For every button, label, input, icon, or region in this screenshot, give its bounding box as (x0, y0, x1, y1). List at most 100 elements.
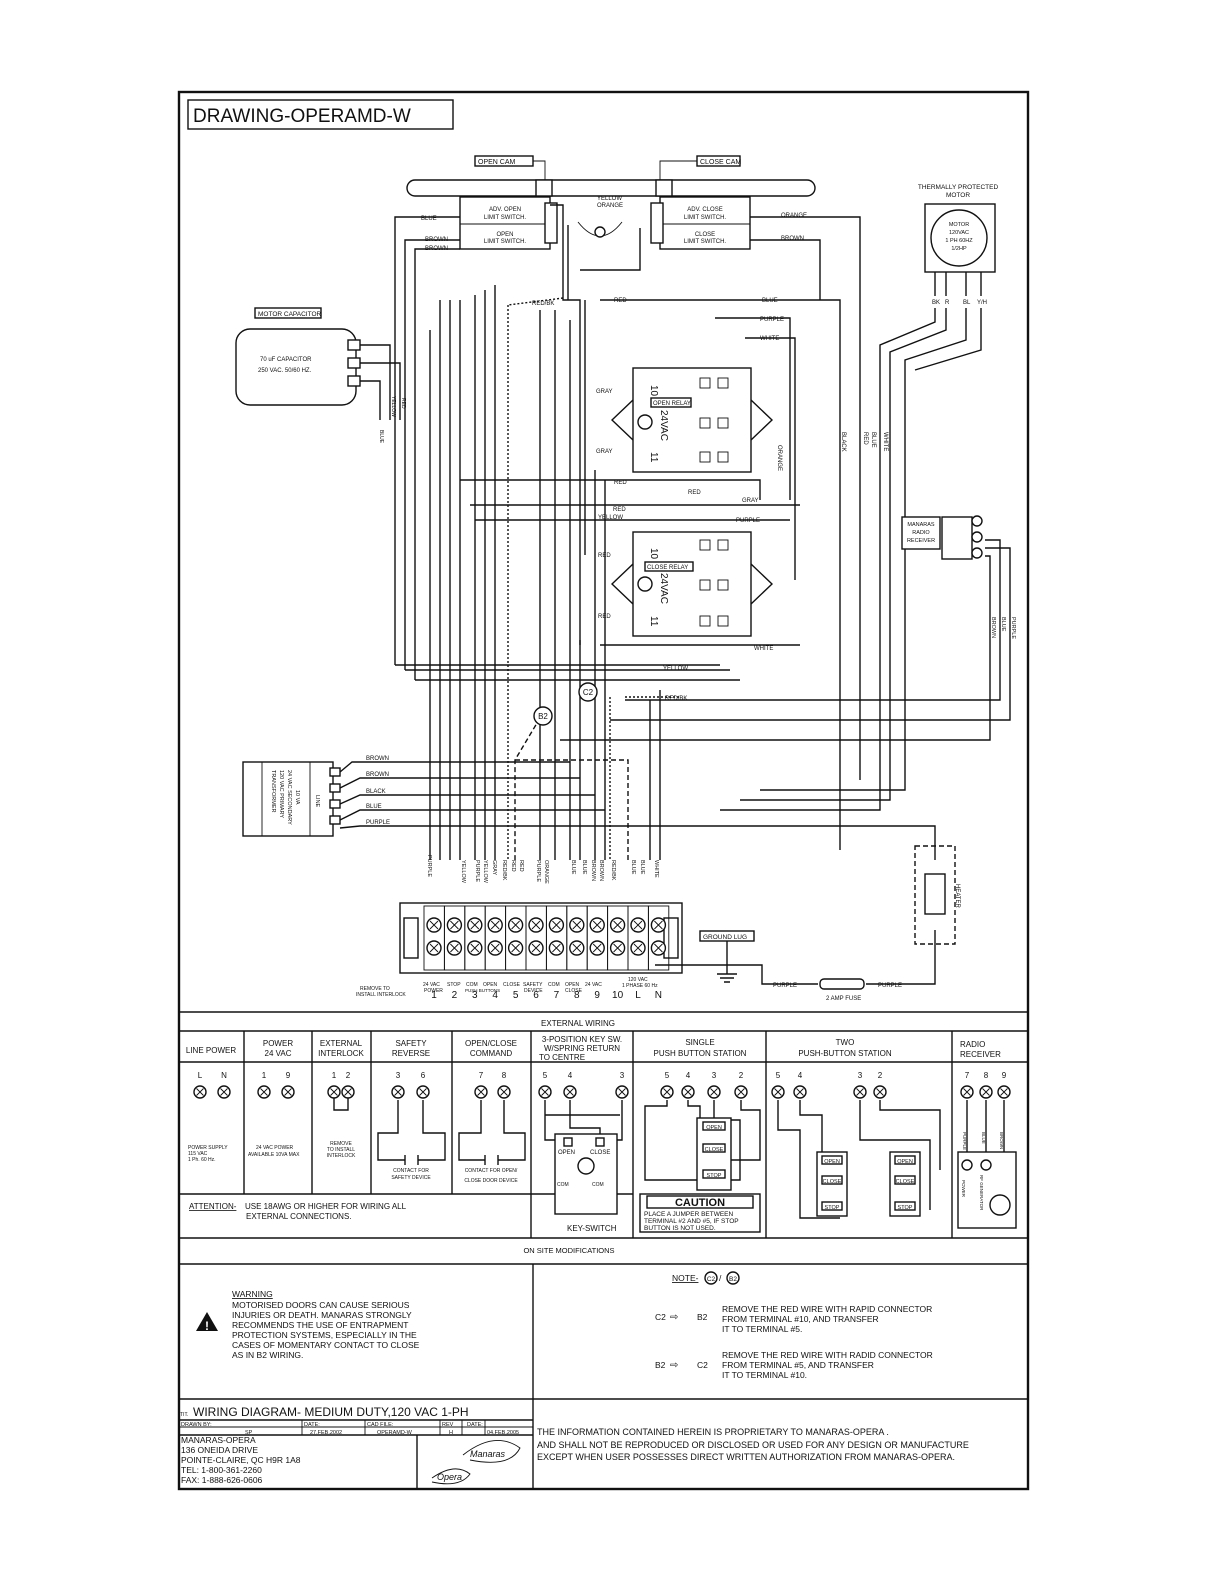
key-switch-caption: KEY-SWITCH (567, 1224, 617, 1233)
svg-text:ADV. OPEN: ADV. OPEN (489, 207, 521, 213)
svg-text:YELLOW: YELLOW (598, 515, 623, 521)
terminal-4 (484, 905, 507, 971)
svg-text:BROWN: BROWN (781, 236, 804, 242)
svg-text:RECOMMENDS THE USE OF ENTRAPME: RECOMMENDS THE USE OF ENTRAPMENT (232, 1320, 408, 1330)
svg-text:AND SHALL NOT BE REPRODUCED OR: AND SHALL NOT BE REPRODUCED OR DISCLOSED… (537, 1440, 969, 1450)
close-relay: 10 11 24VAC CLOSE RELAY (610, 531, 774, 637)
svg-text:BLUE: BLUE (581, 860, 587, 875)
svg-text:RED: RED (862, 432, 868, 445)
svg-text:PURPLE: PURPLE (535, 860, 541, 882)
svg-text:BLUE: BLUE (1000, 617, 1006, 632)
svg-text:RED/BK: RED/BK (532, 301, 554, 307)
svg-text:ORANGE: ORANGE (781, 213, 807, 219)
svg-text:CLOSE: CLOSE (695, 232, 715, 238)
svg-text:RED: RED (614, 480, 627, 486)
svg-text:DATE:: DATE: (304, 1422, 320, 1428)
svg-text:MANARAS: MANARAS (907, 522, 935, 528)
cam-shaft (406, 179, 816, 197)
external-terminal-number: 2 (878, 1071, 883, 1080)
svg-text:STOP: STOP (447, 982, 461, 988)
svg-text:CLOSE: CLOSE (565, 988, 583, 994)
svg-text:WARNING: WARNING (232, 1289, 273, 1299)
svg-text:SAFETY DEVICE: SAFETY DEVICE (391, 1175, 431, 1181)
drawing-frame (177, 90, 1030, 1491)
svg-text:GRAY: GRAY (596, 389, 613, 395)
title-block: TIT. WIRING DIAGRAM- MEDIUM DUTY,120 VAC… (179, 1398, 1028, 1489)
external-terminal-number: 5 (776, 1071, 781, 1080)
external-terminal-number: 5 (665, 1071, 670, 1080)
svg-text:WHITE: WHITE (760, 336, 779, 342)
svg-text:250 VAC. 50/60 HZ.: 250 VAC. 50/60 HZ. (258, 368, 312, 374)
svg-text:BUTTON IS NOT USED.: BUTTON IS NOT USED. (644, 1225, 716, 1232)
svg-text:CAD FILE:: CAD FILE: (367, 1422, 394, 1428)
svg-text:BLACK: BLACK (366, 789, 386, 795)
svg-text:OPEN: OPEN (565, 982, 580, 988)
svg-text:CLOSE DOOR DEVICE: CLOSE DOOR DEVICE (464, 1178, 518, 1184)
svg-text:BLACK: BLACK (840, 432, 846, 452)
svg-text:PUSH BUTTONS: PUSH BUTTONS (465, 988, 500, 993)
svg-text:REMOVE: REMOVE (330, 1141, 352, 1147)
svg-text:SAFETY: SAFETY (395, 1039, 427, 1048)
svg-text:OPERAMD-W: OPERAMD-W (377, 1430, 413, 1436)
svg-text:INTERLOCK: INTERLOCK (327, 1153, 356, 1159)
svg-text:CASES OF MOMENTARY CONTACT TO: CASES OF MOMENTARY CONTACT TO CLOSE (232, 1340, 420, 1350)
svg-text:RED/BK: RED/BK (610, 860, 616, 881)
svg-text:CONTACT FOR: CONTACT FOR (393, 1168, 429, 1174)
svg-text:GRAY: GRAY (742, 498, 759, 504)
caution-title: CAUTION (675, 1197, 725, 1209)
svg-text:LINE POWER: LINE POWER (186, 1046, 236, 1055)
svg-text:PURPLE: PURPLE (366, 820, 390, 826)
svg-text:IT TO TERMINAL #10.: IT TO TERMINAL #10. (722, 1370, 807, 1380)
warning-triangle-icon (196, 1312, 218, 1331)
svg-text:PURPLE: PURPLE (1010, 617, 1016, 639)
svg-text:24 VAC: 24 VAC (423, 982, 440, 988)
external-terminal-number: 7 (479, 1071, 484, 1080)
svg-text:C2: C2 (697, 1360, 708, 1370)
svg-text:MOTOR: MOTOR (949, 222, 969, 228)
svg-text:120VAC: 120VAC (949, 230, 969, 236)
close-relay-label: CLOSE RELAY (647, 565, 688, 571)
svg-text:STOP: STOP (707, 1173, 722, 1179)
svg-text:RED: RED (598, 614, 611, 620)
svg-text:BROWN: BROWN (999, 1132, 1004, 1149)
terminal-N (647, 905, 670, 971)
svg-text:NOTE-: NOTE- (672, 1273, 699, 1283)
external-terminal-number: N (221, 1071, 227, 1080)
svg-text:BROWN: BROWN (990, 617, 996, 638)
terminal-number: N (655, 990, 662, 1001)
svg-text:FROM TERMINAL #5, AND TRANSFER: FROM TERMINAL #5, AND TRANSFER (722, 1360, 874, 1370)
drawing-title-box (187, 99, 454, 130)
svg-text:PROTECTION SYSTEMS, ESPECIALLY: PROTECTION SYSTEMS, ESPECIALLY IN THE (232, 1330, 417, 1340)
svg-text:10: 10 (648, 548, 659, 560)
svg-text:B2: B2 (729, 1276, 737, 1283)
svg-text:PURPLE: PURPLE (426, 855, 432, 877)
svg-text:BROWN: BROWN (598, 860, 604, 881)
svg-text:HEATER: HEATER (954, 884, 960, 909)
open-relay: 10 11 24VAC OPEN RELAY (610, 367, 774, 473)
svg-text:REVERSE: REVERSE (392, 1049, 430, 1058)
svg-text:24VAC: 24VAC (658, 573, 669, 604)
svg-text:OPEN: OPEN (897, 1159, 913, 1165)
svg-text:FAX: 1-888-626-0606: FAX: 1-888-626-0606 (181, 1475, 263, 1485)
terminal-number: 4 (492, 990, 498, 1001)
ground-symbol (717, 941, 737, 983)
attention-text-1: USE 18AWG OR HIGHER FOR WIRING ALL (245, 1202, 407, 1211)
svg-text:MOTOR: MOTOR (946, 192, 970, 199)
external-terminal-number: L (198, 1071, 203, 1080)
svg-text:RADIO: RADIO (960, 1040, 985, 1049)
svg-text:LINE: LINE (314, 795, 320, 808)
svg-text:CLOSE: CLOSE (896, 1179, 915, 1185)
external-terminal-number: 2 (739, 1071, 744, 1080)
svg-text:INSTALL INTERLOCK: INSTALL INTERLOCK (356, 992, 406, 998)
terminal-block: REMOVE TO INSTALL INTERLOCK 24 VAC POWER… (356, 902, 683, 1001)
svg-text:BROWN: BROWN (590, 860, 596, 881)
svg-text:RADIO: RADIO (912, 530, 930, 536)
svg-text:PUSH BUTTON STATION: PUSH BUTTON STATION (654, 1049, 747, 1058)
open-relay-label: OPEN RELAY (653, 401, 691, 407)
svg-text:POWER SUPPLY: POWER SUPPLY (188, 1145, 228, 1151)
svg-text:STOP: STOP (898, 1205, 913, 1211)
svg-text:COMMAND: COMMAND (470, 1049, 512, 1058)
svg-text:PLACE A JUMPER BETWEEN: PLACE A JUMPER BETWEEN (644, 1211, 734, 1218)
svg-text:RED: RED (614, 298, 627, 304)
